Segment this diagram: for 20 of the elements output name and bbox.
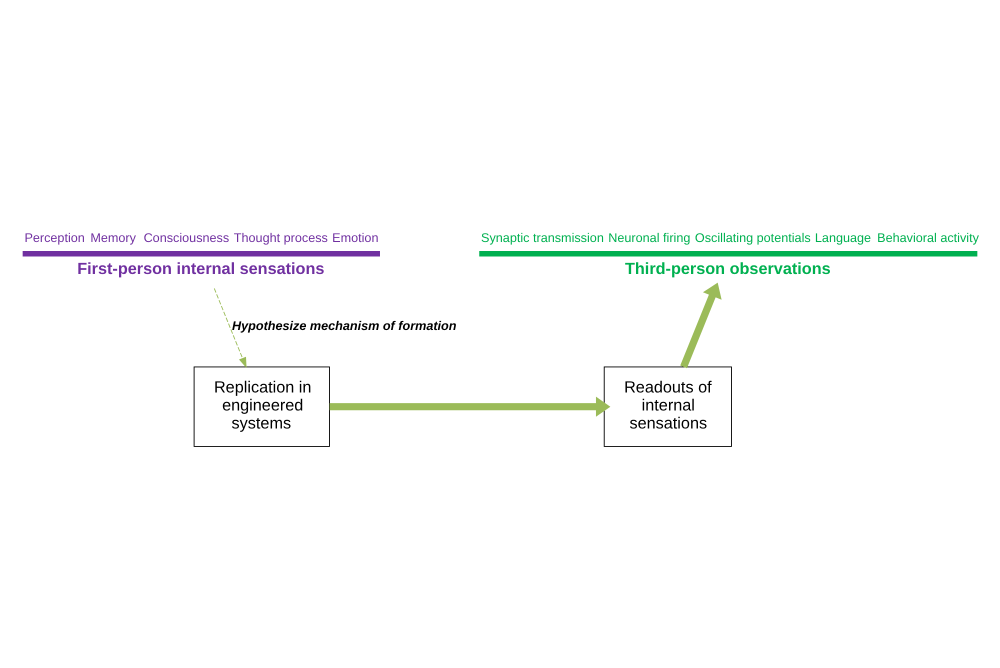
edge-label: Hypothesize mechanism of formation xyxy=(232,318,456,333)
node-label: Memory xyxy=(90,230,136,245)
node-label: Language xyxy=(814,230,872,245)
node-label: Third-person observations xyxy=(624,259,831,278)
node-label: Perception xyxy=(24,230,85,245)
node-label: Thought process xyxy=(234,230,328,245)
node-label: Consciousness xyxy=(144,230,230,245)
node-label: Emotion xyxy=(332,230,378,245)
node-label: Oscillating potentials xyxy=(694,230,811,245)
node-label: First-person internal sensations xyxy=(77,259,324,278)
arrow xyxy=(680,282,722,368)
node-label: Synaptic transmission xyxy=(481,230,604,245)
arrow xyxy=(214,288,247,368)
node-box xyxy=(479,250,978,256)
node-box xyxy=(22,250,380,256)
node-label: Neuronal firing xyxy=(608,230,690,245)
arrow xyxy=(330,396,610,416)
node-box: Replication in engineered systems xyxy=(194,366,330,446)
node-box: Readouts of internal sensations xyxy=(604,366,732,446)
node-label: Behavioral activity xyxy=(877,230,979,245)
